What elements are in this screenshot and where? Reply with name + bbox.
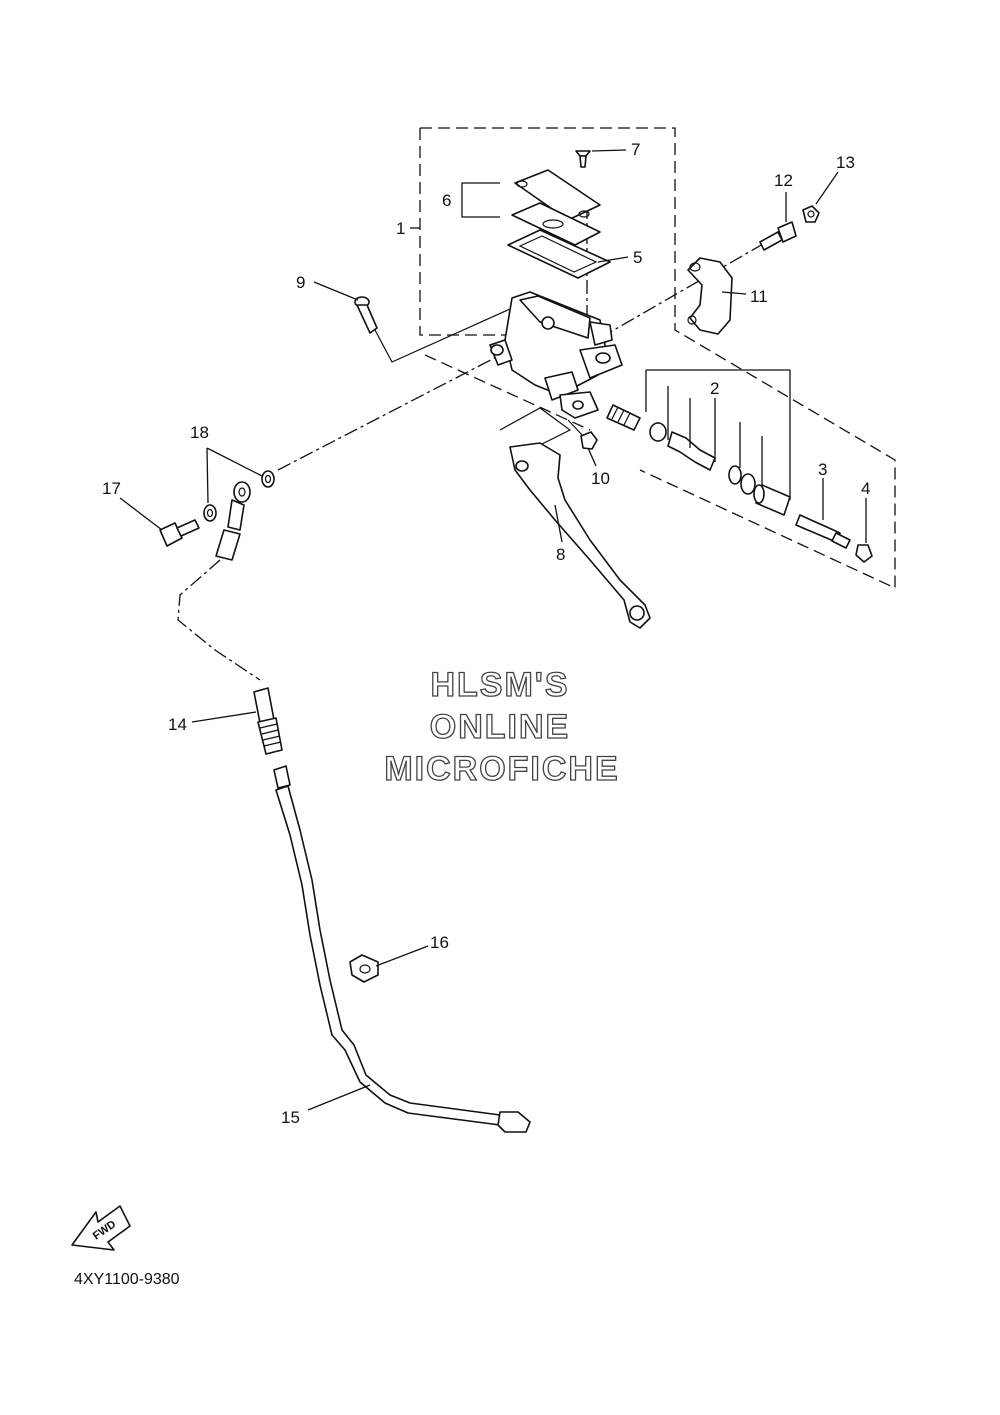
- callout-2: 2: [710, 379, 719, 398]
- assembly-boundary: [419, 127, 896, 590]
- callout-17: 17: [102, 479, 121, 498]
- callout-9: 9: [296, 273, 305, 292]
- part-nut-10: [580, 431, 598, 450]
- part-bolt-12: [759, 221, 797, 251]
- part-holder-11: [687, 257, 733, 335]
- fwd-arrow-icon: FWD: [71, 1205, 131, 1251]
- part-code: 4XY1100-9380: [74, 1271, 180, 1288]
- part-screw-7: [575, 150, 591, 168]
- callout-7: 7: [631, 140, 640, 159]
- callout-1: 1: [396, 219, 405, 238]
- part-gaskets-18: [203, 470, 275, 522]
- part-hose-14: [253, 687, 283, 755]
- part-diaphragm-5: [507, 229, 611, 279]
- watermark-line-2: ONLINE: [430, 708, 570, 746]
- part-nut-13: [802, 205, 820, 223]
- part-boot-4: [855, 544, 873, 563]
- part-lever-8: [509, 442, 651, 629]
- callout-16: 16: [430, 933, 449, 952]
- part-banjo-fitting: [215, 481, 251, 561]
- callout-labels: 1 2 3 4 5 6 7 8 9 10 11 12 13 14 15 16 1…: [102, 140, 870, 1127]
- part-master-cylinder-body: [489, 291, 623, 419]
- callout-10: 10: [591, 469, 610, 488]
- callout-18: 18: [190, 423, 209, 442]
- part-reservoir-cap-6: [511, 169, 601, 246]
- part-pipe-15: [273, 765, 531, 1133]
- callout-13: 13: [836, 153, 855, 172]
- part-bolt-9: [354, 296, 378, 334]
- watermark: HLSM'S ONLINE MICROFICHE: [384, 665, 619, 788]
- callout-4: 4: [861, 479, 870, 498]
- leader-lines: [119, 149, 867, 1111]
- callout-3: 3: [818, 460, 827, 479]
- watermark-line-3: MICROFICHE: [384, 750, 619, 788]
- watermark-line-1: HLSM'S: [430, 666, 569, 704]
- callout-14: 14: [168, 715, 187, 734]
- callout-6: 6: [442, 191, 451, 210]
- part-push-rod-3: [795, 514, 851, 549]
- part-piston-kit-2: [606, 404, 791, 516]
- part-union-bolt-17: [159, 519, 200, 547]
- callout-5: 5: [633, 248, 642, 267]
- callout-15: 15: [281, 1108, 300, 1127]
- callout-12: 12: [774, 171, 793, 190]
- callout-11: 11: [750, 287, 768, 306]
- callout-8: 8: [556, 545, 565, 564]
- part-clamp-16: [349, 954, 379, 983]
